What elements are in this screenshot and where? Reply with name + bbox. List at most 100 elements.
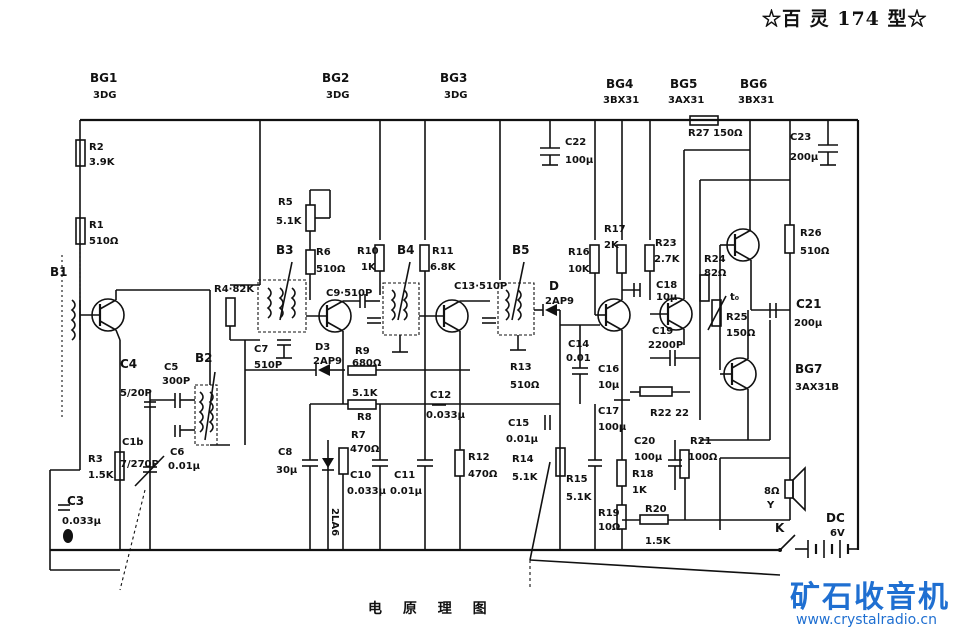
C14-value: 0.01 [566,353,591,364]
D3-diode [245,364,345,376]
R23-resistor [644,244,655,272]
C9-capacitor [343,294,380,308]
BG3-type: 3DG [444,90,467,101]
C17-label: C17 [598,406,619,417]
R15-value: 5.1K [566,492,593,503]
C10-value: 0.033μ [347,486,387,497]
B1-label: B1 [50,265,68,279]
R23-label: R23 [655,238,677,249]
C-tank-B4 [367,317,381,324]
C5-value: 300P [162,376,190,387]
speaker-icon [784,466,806,512]
R18-label: R18 [632,469,654,480]
C4-trimmer [144,390,156,480]
R27-resistor [689,115,719,126]
BG3-transistor [419,299,469,450]
R16-label: R16 [568,247,590,258]
R4-label: R4·82K [214,284,255,295]
BG7-type: 3AX31B [795,382,839,393]
R10-value: 1K [361,262,377,273]
C3-value: 0.033μ [62,516,102,527]
R16-resistor [589,244,600,274]
R13-label: R13 [510,362,532,373]
B1-antenna-coil [70,299,81,341]
R2-value: 3.9K [89,157,116,168]
C18-value: 10μ [656,292,678,303]
C8-electrolytic-capacitor [302,404,318,550]
B3-label: B3 [276,243,294,257]
BG6-label: BG6 [740,77,767,91]
C23-value: 200μ [790,152,819,163]
C18-label: C18 [656,280,677,291]
C17-electrolytic-capacitor [588,404,602,550]
C19-capacitor [650,350,700,366]
C16-label: C16 [598,364,619,375]
R3-resistor [114,451,125,481]
C13-capacitor [482,317,496,324]
C22-label: C22 [565,137,586,148]
R19-label: R19 [598,508,620,519]
R11-label: R11 [432,246,454,257]
R24-label: R24 [704,254,726,265]
R14-value: 5.1K [512,472,539,483]
C19-label: C19 [652,326,673,337]
R20-label: R20 [645,504,667,515]
BG2-type: 3DG [326,90,349,101]
C11-label: C11 [394,470,415,481]
B4-label: B4 [397,243,415,257]
BG3-label: BG3 [440,71,467,85]
R6-value: 510Ω [316,264,346,275]
BG4-type: 3BX31 [603,95,639,106]
R8-value: 5.1K [352,388,379,399]
R11-resistor [419,244,430,272]
D-detector-diode [534,304,560,316]
C22-value: 100μ [565,155,594,166]
C6-value: 0.01μ [168,461,201,472]
B4-if-transformer [382,261,420,336]
R25-thermistor [707,295,727,331]
R10-label: R10 [357,246,379,257]
C15-label: C15 [508,418,529,429]
C21-label: C21 [796,297,822,311]
D3-value: 2AP9 [313,356,342,367]
R4-resistor [225,297,236,327]
R21-label: R21 [690,436,712,447]
R27-label: R27 150Ω [688,128,743,139]
C8-value: 30μ [276,465,298,476]
B3-if-transformer [257,261,307,333]
C10-capacitor [372,404,388,550]
BG5-type: 3AX31 [668,95,704,106]
C15-capacitor [544,415,551,430]
C20-value: 100μ [634,452,663,463]
R17-label: R17 [604,224,626,235]
C23-electrolytic-capacitor [818,120,838,166]
R8-resistor [347,399,377,410]
C13-label: C13·510P [454,281,507,292]
BG5-transistor [650,297,693,331]
C1b-value: 7/270P [120,459,159,470]
C7-capacitor [277,339,291,346]
battery-icon [807,540,850,558]
R24-value: 82Ω [704,268,727,279]
D2-regulator-diode [322,440,334,550]
R6-resistor [305,249,316,275]
BG1-label: BG1 [90,71,117,85]
D-value: 2AP9 [545,296,574,307]
C11-value: 0.01μ [390,486,423,497]
R9-value: 680Ω [352,358,382,369]
BG6-transistor [720,228,760,262]
C7-value: 510P [254,360,282,371]
R8-label: R8 [357,412,372,423]
R1-value: 510Ω [89,236,119,247]
C7-label: C7 [254,344,268,355]
R15-label: R15 [566,474,588,485]
watermark-url[interactable]: www.crystalradio.cn [796,612,937,628]
R18-resistor [616,459,627,487]
D-label: D [549,279,559,293]
R12-value: 470Ω [468,469,498,480]
R17-value: 2K [604,240,620,251]
speaker-label: Y [766,500,775,511]
R22-potentiometer [639,386,690,397]
page-title: ☆百 灵 174 型☆ [762,8,928,30]
